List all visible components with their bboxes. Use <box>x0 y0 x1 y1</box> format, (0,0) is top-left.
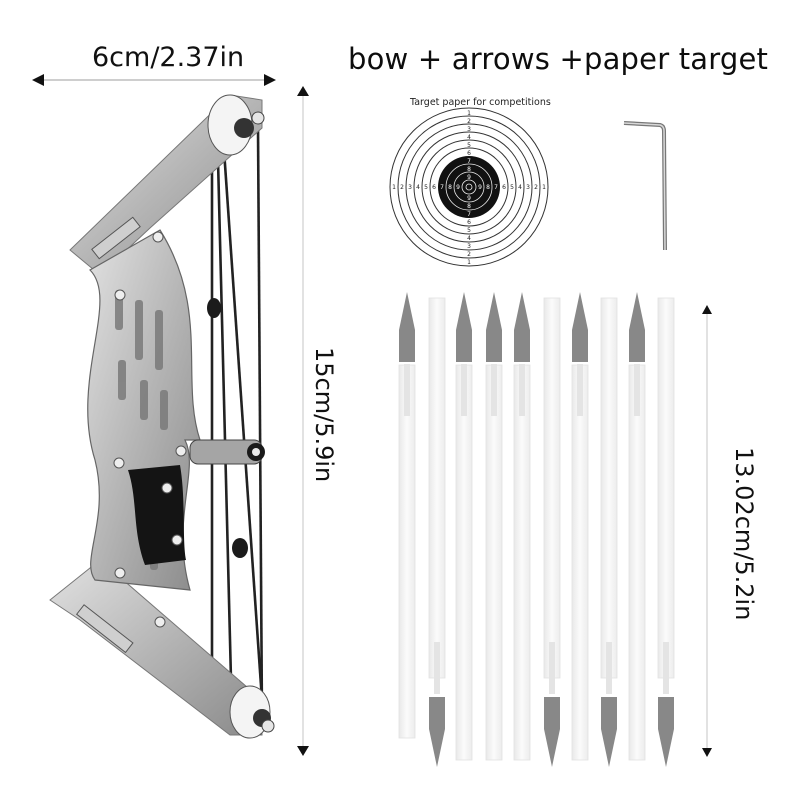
svg-text:8: 8 <box>467 166 471 173</box>
bow-strings <box>210 127 264 721</box>
svg-text:1: 1 <box>467 110 471 117</box>
svg-text:5: 5 <box>467 227 471 234</box>
svg-text:3: 3 <box>408 184 412 191</box>
svg-text:4: 4 <box>518 184 522 191</box>
svg-text:7: 7 <box>467 211 471 218</box>
svg-text:7: 7 <box>440 184 444 191</box>
arrow-tips-up <box>399 292 645 362</box>
svg-text:9: 9 <box>467 174 471 181</box>
svg-text:2: 2 <box>467 251 471 258</box>
product-title: bow + arrows +paper target <box>348 42 769 76</box>
svg-text:6: 6 <box>502 184 506 191</box>
svg-text:9: 9 <box>467 195 471 202</box>
svg-text:3: 3 <box>526 184 530 191</box>
height-dimension-line <box>297 86 309 756</box>
svg-text:9: 9 <box>456 184 460 191</box>
bow-bolts <box>113 231 187 628</box>
svg-text:5: 5 <box>424 184 428 191</box>
width-dimension-line <box>32 74 276 86</box>
svg-text:4: 4 <box>467 235 471 242</box>
svg-text:4: 4 <box>467 134 471 141</box>
bow-width-label: 6cm/2.37in <box>92 42 245 73</box>
svg-text:1: 1 <box>542 184 546 191</box>
svg-text:8: 8 <box>467 203 471 210</box>
svg-text:6: 6 <box>432 184 436 191</box>
svg-text:2: 2 <box>400 184 404 191</box>
allen-key <box>623 121 667 251</box>
svg-text:2: 2 <box>467 118 471 125</box>
svg-text:7: 7 <box>494 184 498 191</box>
svg-text:3: 3 <box>467 243 471 250</box>
svg-text:9: 9 <box>478 184 482 191</box>
string-silencer-bottom <box>232 538 248 558</box>
bottom-cam-wheel <box>229 685 275 739</box>
svg-text:5: 5 <box>510 184 514 191</box>
svg-text:8: 8 <box>448 184 452 191</box>
top-cam-wheel <box>207 94 265 156</box>
svg-text:7: 7 <box>467 158 471 165</box>
arrows <box>398 292 675 767</box>
svg-text:6: 6 <box>467 219 471 226</box>
svg-text:4: 4 <box>416 184 420 191</box>
svg-text:8: 8 <box>486 184 490 191</box>
arrow-length-dimension-line <box>702 305 712 757</box>
svg-text:2: 2 <box>534 184 538 191</box>
svg-text:1: 1 <box>467 259 471 266</box>
svg-text:1: 1 <box>392 184 396 191</box>
compound-bow <box>49 94 275 739</box>
svg-text:5: 5 <box>467 142 471 149</box>
string-silencer-top <box>207 298 221 318</box>
svg-text:6: 6 <box>467 150 471 157</box>
arrow-tips-down <box>429 697 674 767</box>
target-caption: Target paper for competitions <box>410 97 551 108</box>
svg-text:3: 3 <box>467 126 471 133</box>
